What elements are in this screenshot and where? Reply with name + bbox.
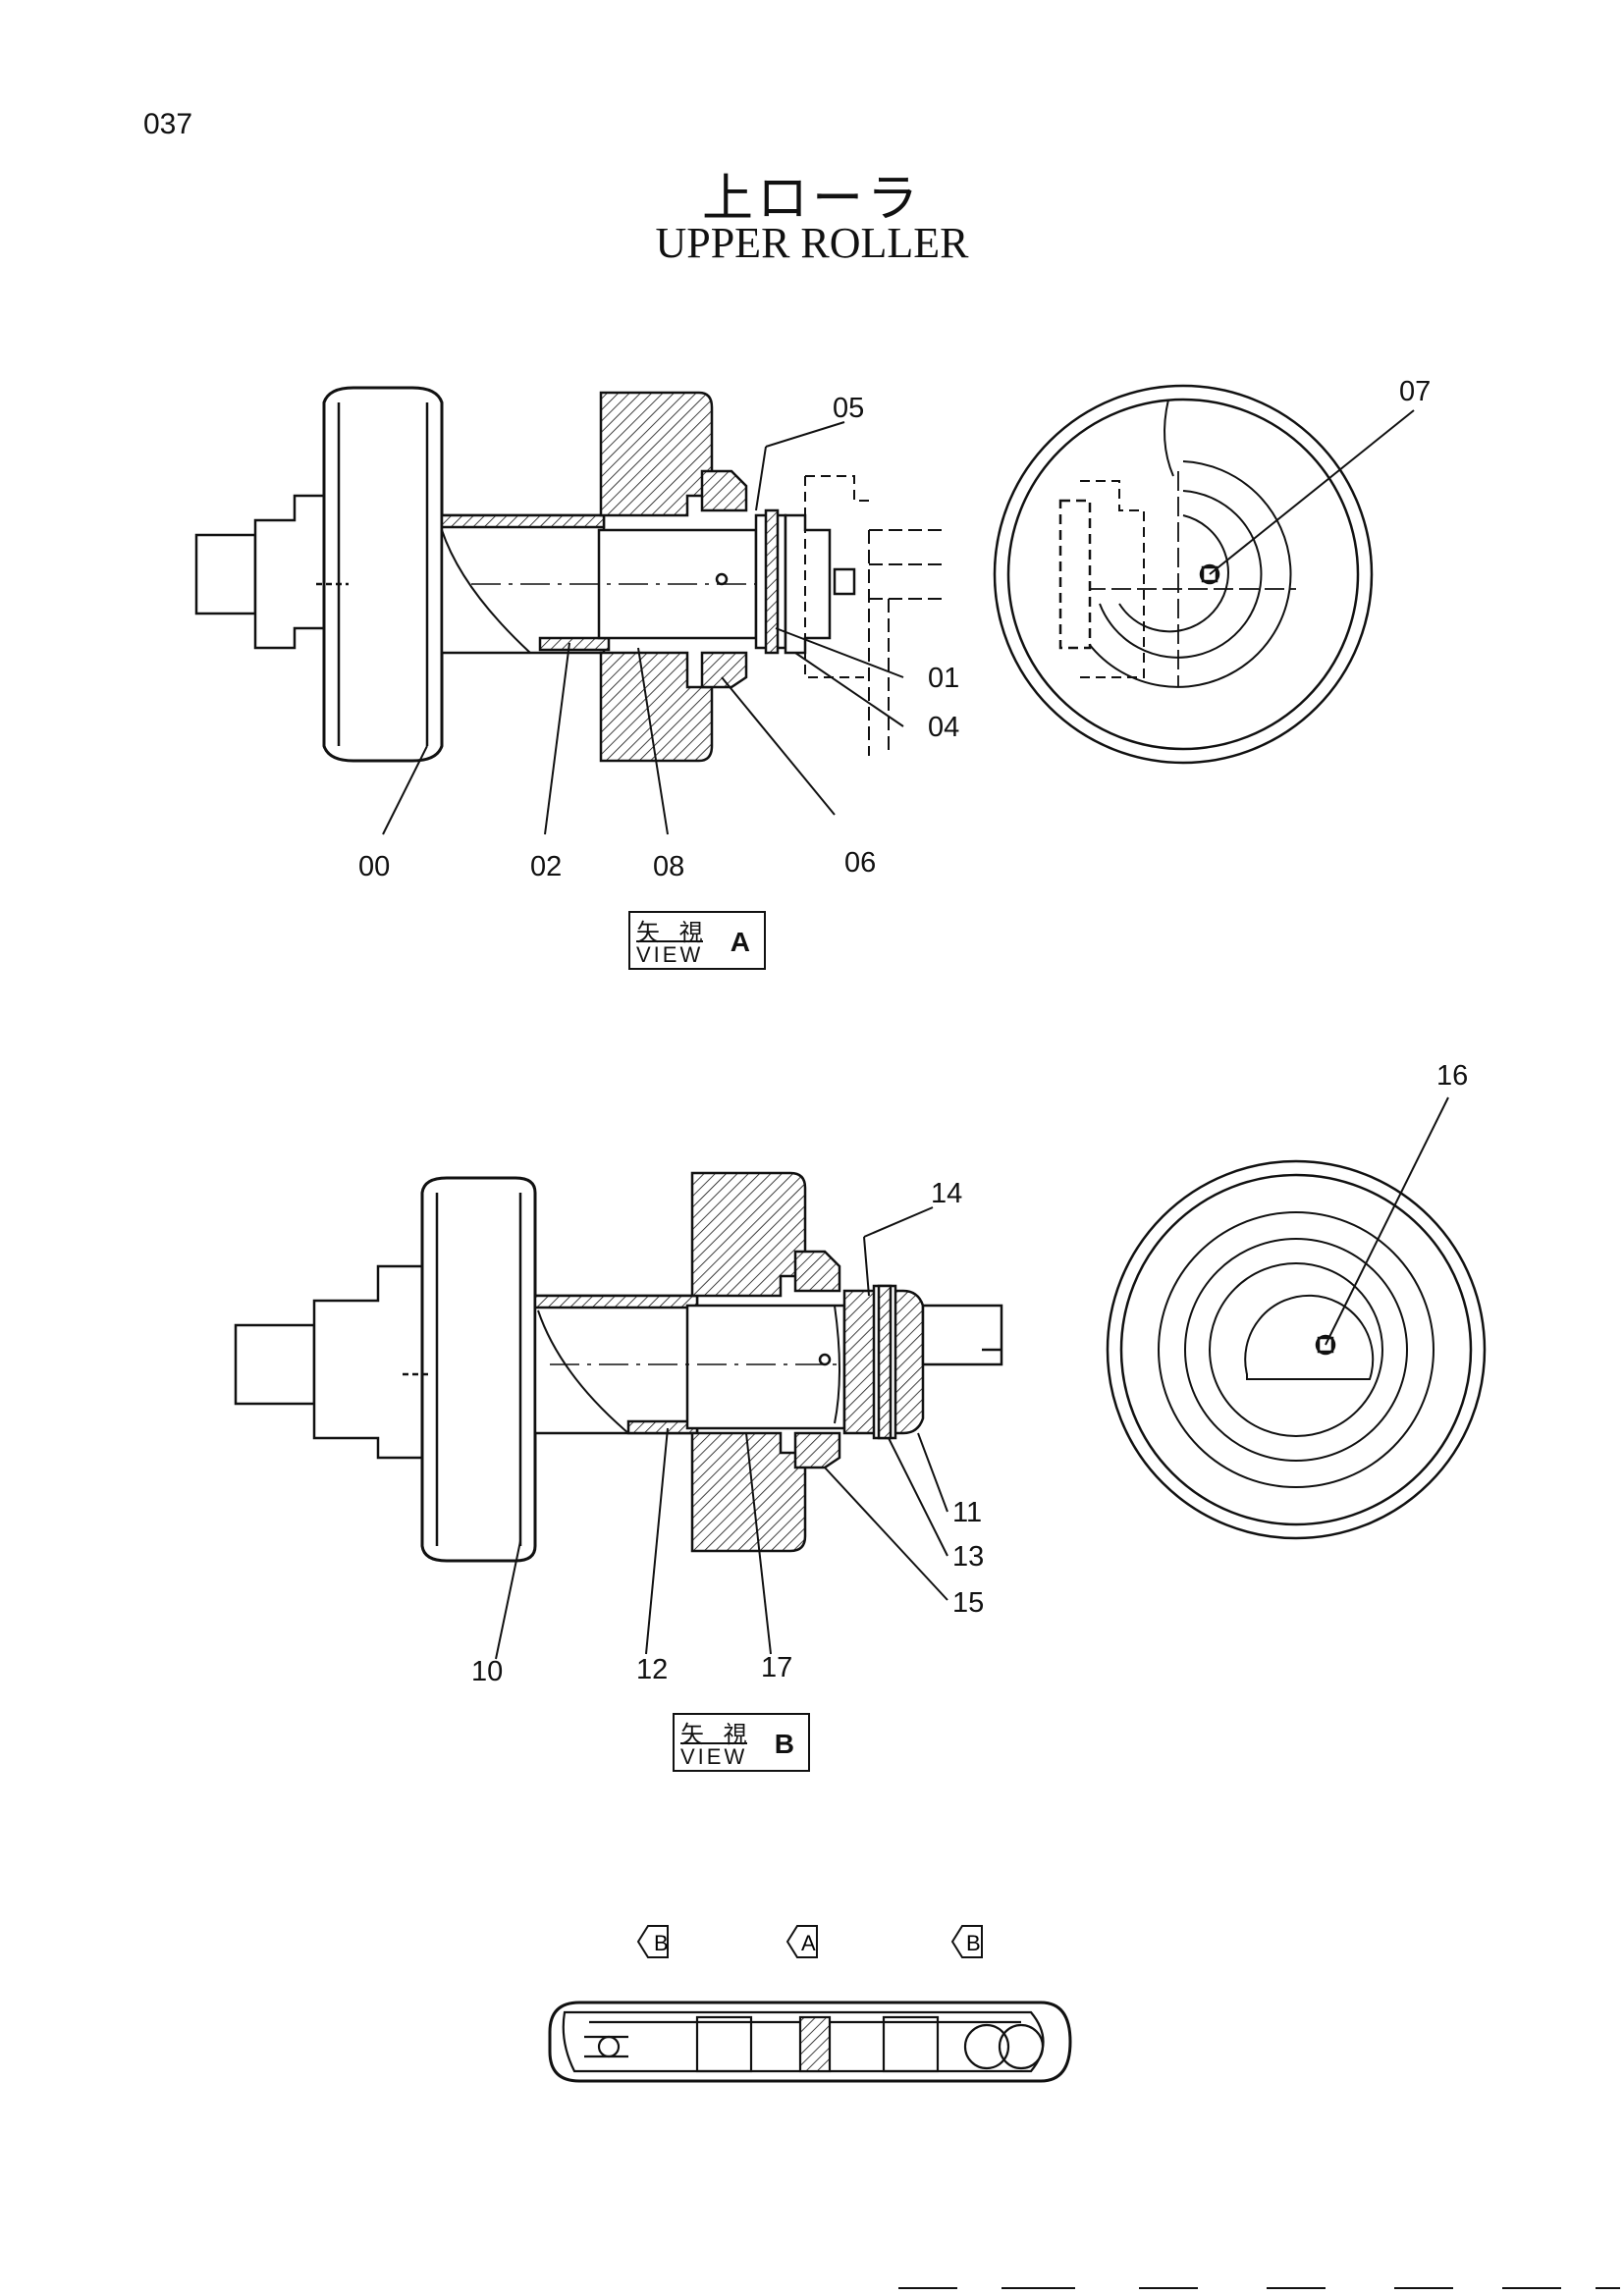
callout-11: 11 (952, 1497, 982, 1528)
callout-02: 02 (530, 851, 562, 882)
bottom-rule (1394, 2287, 1453, 2289)
view-a-bracket-top (599, 391, 714, 517)
view-a-letter: A (730, 927, 750, 957)
title-english: UPPER ROLLER (655, 219, 969, 267)
callout-14: 14 (931, 1178, 962, 1209)
callout-04: 04 (928, 712, 959, 743)
track-overview (548, 2001, 1072, 2083)
view-a-seal-bottom (700, 651, 748, 689)
view-a-label: 矢 視 VIEW A (628, 911, 766, 970)
view-b-shaft-stub (234, 1323, 316, 1406)
callout-16: 16 (1436, 1060, 1468, 1092)
view-a-section (194, 386, 943, 763)
title-japanese: 上ローラ (701, 170, 922, 229)
callout-07: 07 (1399, 376, 1431, 407)
callout-13: 13 (952, 1541, 984, 1573)
track-markers: B A B (636, 1925, 983, 1958)
callout-01: 01 (928, 663, 959, 694)
bottom-rule (1139, 2287, 1198, 2289)
view-a-hub (253, 494, 326, 650)
bottom-rule (1502, 2287, 1561, 2289)
view-b-letter: B (774, 1729, 794, 1759)
view-a-end-view (993, 384, 1415, 765)
view-b-seal-bottom (793, 1431, 841, 1469)
callout-00: 00 (358, 851, 390, 882)
bottom-rule (1596, 2287, 1620, 2289)
bottom-rule (1001, 2287, 1075, 2289)
page-number: 037 (143, 108, 193, 140)
callout-06: 06 (844, 847, 876, 879)
view-b-seal-top (793, 1250, 841, 1293)
view-b-label-en: VIEW (680, 1742, 748, 1769)
view-b-label: 矢 視 VIEW B (673, 1713, 810, 1772)
marker-a: A (801, 1931, 816, 1955)
callout-15: 15 (952, 1587, 984, 1619)
view-a-leaders (382, 421, 904, 835)
view-a-bracket-bottom (599, 651, 714, 763)
view-a-label-en: VIEW (636, 940, 704, 967)
callout-08: 08 (653, 851, 684, 882)
view-b-tire (420, 1176, 537, 1563)
marker-b-right: B (966, 1931, 981, 1955)
view-b-shaft-end (921, 1304, 1003, 1366)
view-a-seal-top (700, 469, 748, 512)
view-b-section (234, 1171, 1003, 1563)
view-b-callouts: 16 14 11 13 15 10 12 17 (471, 1060, 1468, 1687)
view-b-axle (685, 1304, 846, 1430)
view-a-shaft-stub (194, 533, 257, 615)
callout-05: 05 (833, 393, 864, 424)
view-a-tire (322, 386, 444, 763)
bottom-rule (1267, 2287, 1326, 2289)
view-b-bracket-top (690, 1171, 807, 1298)
callout-10: 10 (471, 1656, 503, 1687)
callout-17: 17 (761, 1652, 792, 1683)
marker-b-left: B (654, 1931, 669, 1955)
view-b-leaders (495, 1206, 948, 1660)
view-b-hub (312, 1264, 424, 1460)
bottom-rule (898, 2287, 957, 2289)
view-b-end-view (1106, 1096, 1487, 1540)
view-a-callouts: 05 07 01 04 00 02 08 06 (358, 376, 1431, 882)
callout-12: 12 (636, 1654, 668, 1685)
